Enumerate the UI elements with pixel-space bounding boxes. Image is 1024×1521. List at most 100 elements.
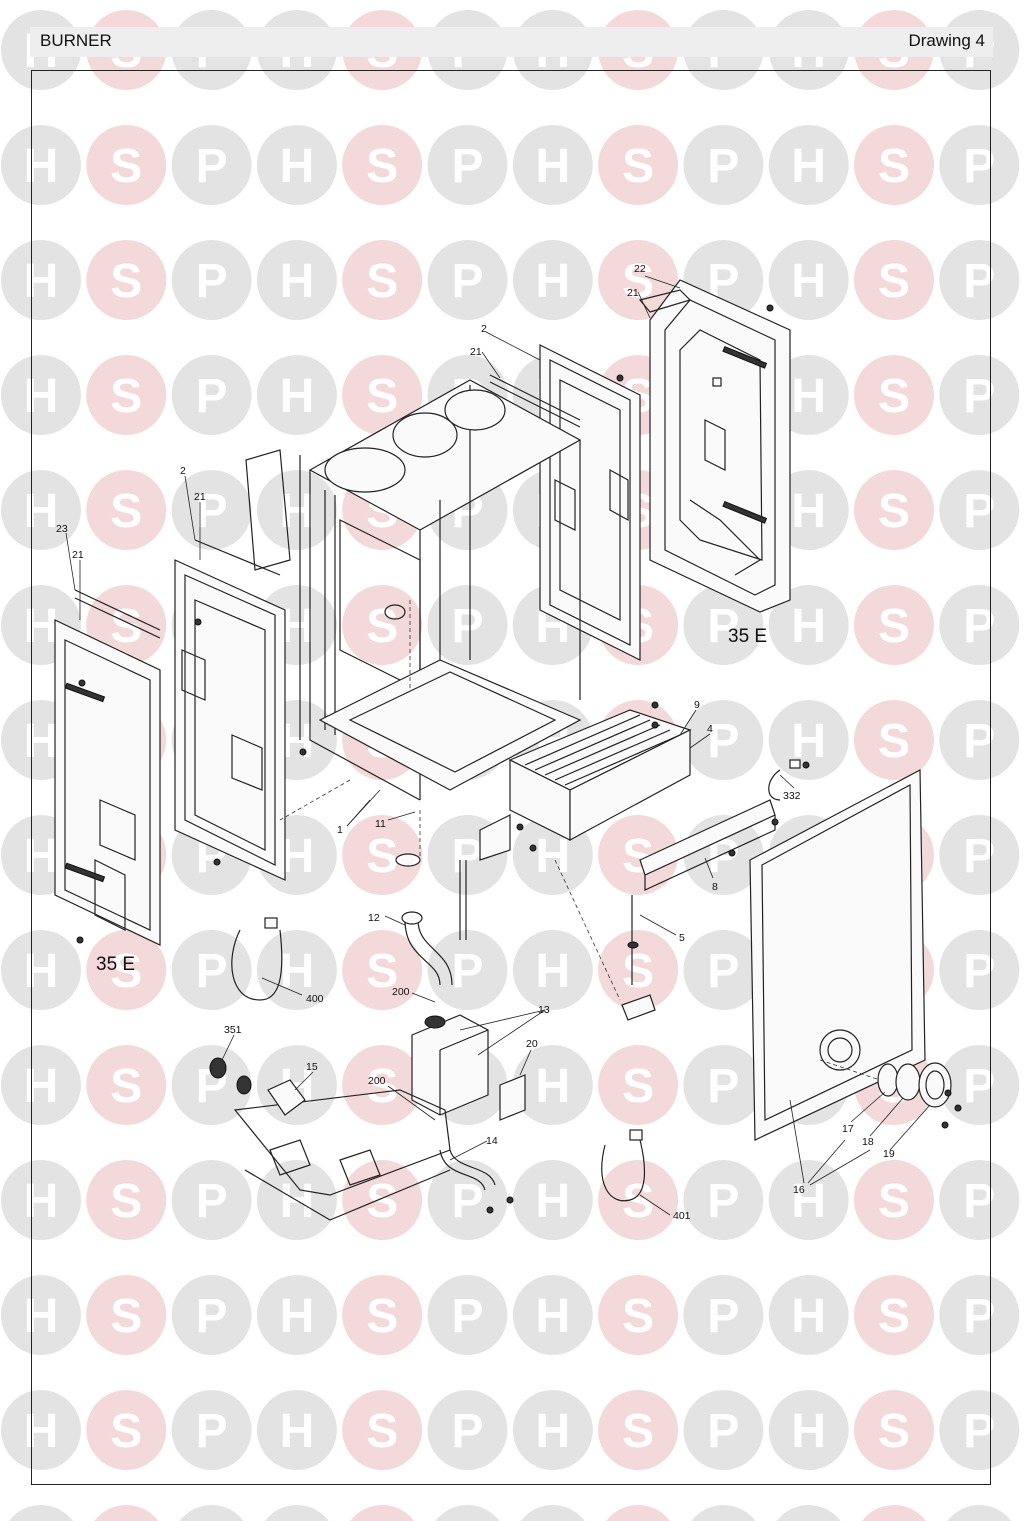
watermark-circle [683,700,764,780]
watermark-circle [342,240,423,320]
watermark-circle [939,240,1020,320]
watermark-circle [854,240,934,320]
watermark-circle [862,1505,926,1521]
watermark-circle [854,1160,934,1240]
callout-200-a: 200 [392,986,410,998]
watermark-circle [683,930,764,1010]
watermark-circle [512,125,593,205]
watermark-letter: S [878,140,910,193]
base-plate [233,1089,451,1221]
watermark-circle [171,1160,252,1240]
watermark-letter: P [963,600,995,653]
watermark-letter: P [963,140,995,193]
watermark-letter: S [366,255,398,308]
watermark-letter: H [535,255,570,308]
watermark-letter: S [366,830,398,883]
callout-18: 18 [862,1136,874,1148]
watermark-letter: P [451,1175,483,1228]
watermark-circle [1,125,81,205]
callout-401: 401 [673,1210,691,1222]
watermark-letter: P [196,945,228,998]
watermark-circle [598,125,679,205]
watermark-circle [768,1160,849,1240]
callout-332: 332 [783,790,801,802]
watermark-letter: P [196,1405,228,1458]
watermark-circle [939,125,1020,205]
watermark-circle [939,585,1020,665]
watermark-letter: P [451,140,483,193]
watermark-circle [854,585,934,665]
watermark-letter: S [878,255,910,308]
callout-20: 20 [526,1038,538,1050]
watermark-letter: H [280,255,315,308]
page-title: BURNER [40,31,112,50]
watermark-letter: P [707,1175,739,1228]
watermark-letter: P [451,945,483,998]
watermark-circle [854,355,934,435]
watermark-circle [427,1160,508,1240]
callout-9: 9 [694,699,700,711]
panel-label-left: 35 E [96,954,135,975]
watermark-letter: S [366,1405,398,1458]
watermark-letter: P [451,600,483,653]
watermark-letter: P [707,140,739,193]
watermark-circle [520,1505,585,1521]
right-side-panel [649,279,791,613]
callout-22: 22 [634,263,646,275]
watermark-letter: P [963,1405,995,1458]
watermark-letter: P [707,1405,739,1458]
callout-12: 12 [368,912,380,924]
callout-16: 16 [793,1184,805,1196]
watermark-letter: P [451,1405,483,1458]
watermark-letter: S [366,945,398,998]
combustion-chamber [245,379,582,801]
watermark-letter: S [878,485,910,538]
watermark-letter: S [110,485,142,538]
watermark-letter: P [196,370,228,423]
watermark-letter: S [622,945,654,998]
watermark-letter: S [878,1405,910,1458]
watermark-circle [9,1505,73,1521]
watermark-circle [768,700,849,780]
watermark-circle [1,470,81,550]
watermark-letter: H [280,1175,315,1228]
screws [76,304,962,1214]
callout-351: 351 [224,1024,242,1036]
watermark-circle [171,1390,252,1470]
watermark-circle [427,1275,508,1355]
watermark-circle [854,125,934,205]
callout-13: 13 [538,1004,550,1016]
watermark-circle [939,355,1020,435]
watermark-circle [598,240,679,320]
watermark-circle [256,355,337,435]
watermark-circle [939,1275,1020,1355]
drawing-frame [31,70,991,1485]
watermark-letter: S [622,1060,654,1113]
watermark-circle [606,1505,671,1521]
watermark-circle [435,1505,500,1521]
watermark-letter: H [24,600,59,653]
watermark-letter: H [24,1405,59,1458]
watermark-circle [256,470,337,550]
watermark-letter: S [110,370,142,423]
callout-4: 4 [707,723,713,735]
watermark-circle [342,1045,423,1125]
watermark-letter: S [366,600,398,653]
watermark-circle [94,1505,159,1521]
watermark-letter: H [791,140,826,193]
watermark-letter: H [280,1405,315,1458]
watermark-letter: P [451,830,483,883]
watermark-letter: H [791,600,826,653]
watermark-letter: H [535,1060,570,1113]
watermark-circle [768,1390,849,1470]
watermark-circle [939,1160,1020,1240]
watermark-circle [171,355,252,435]
watermark-letter: H [791,370,826,423]
callout-200-b: 200 [368,1075,386,1087]
watermark-circle [512,1045,593,1125]
gas-pipes [395,853,496,1191]
watermark-circle [939,1390,1020,1470]
watermark-letter: S [366,1175,398,1228]
watermark-circle [86,1045,167,1125]
drawing-number: Drawing 4 [908,31,985,50]
